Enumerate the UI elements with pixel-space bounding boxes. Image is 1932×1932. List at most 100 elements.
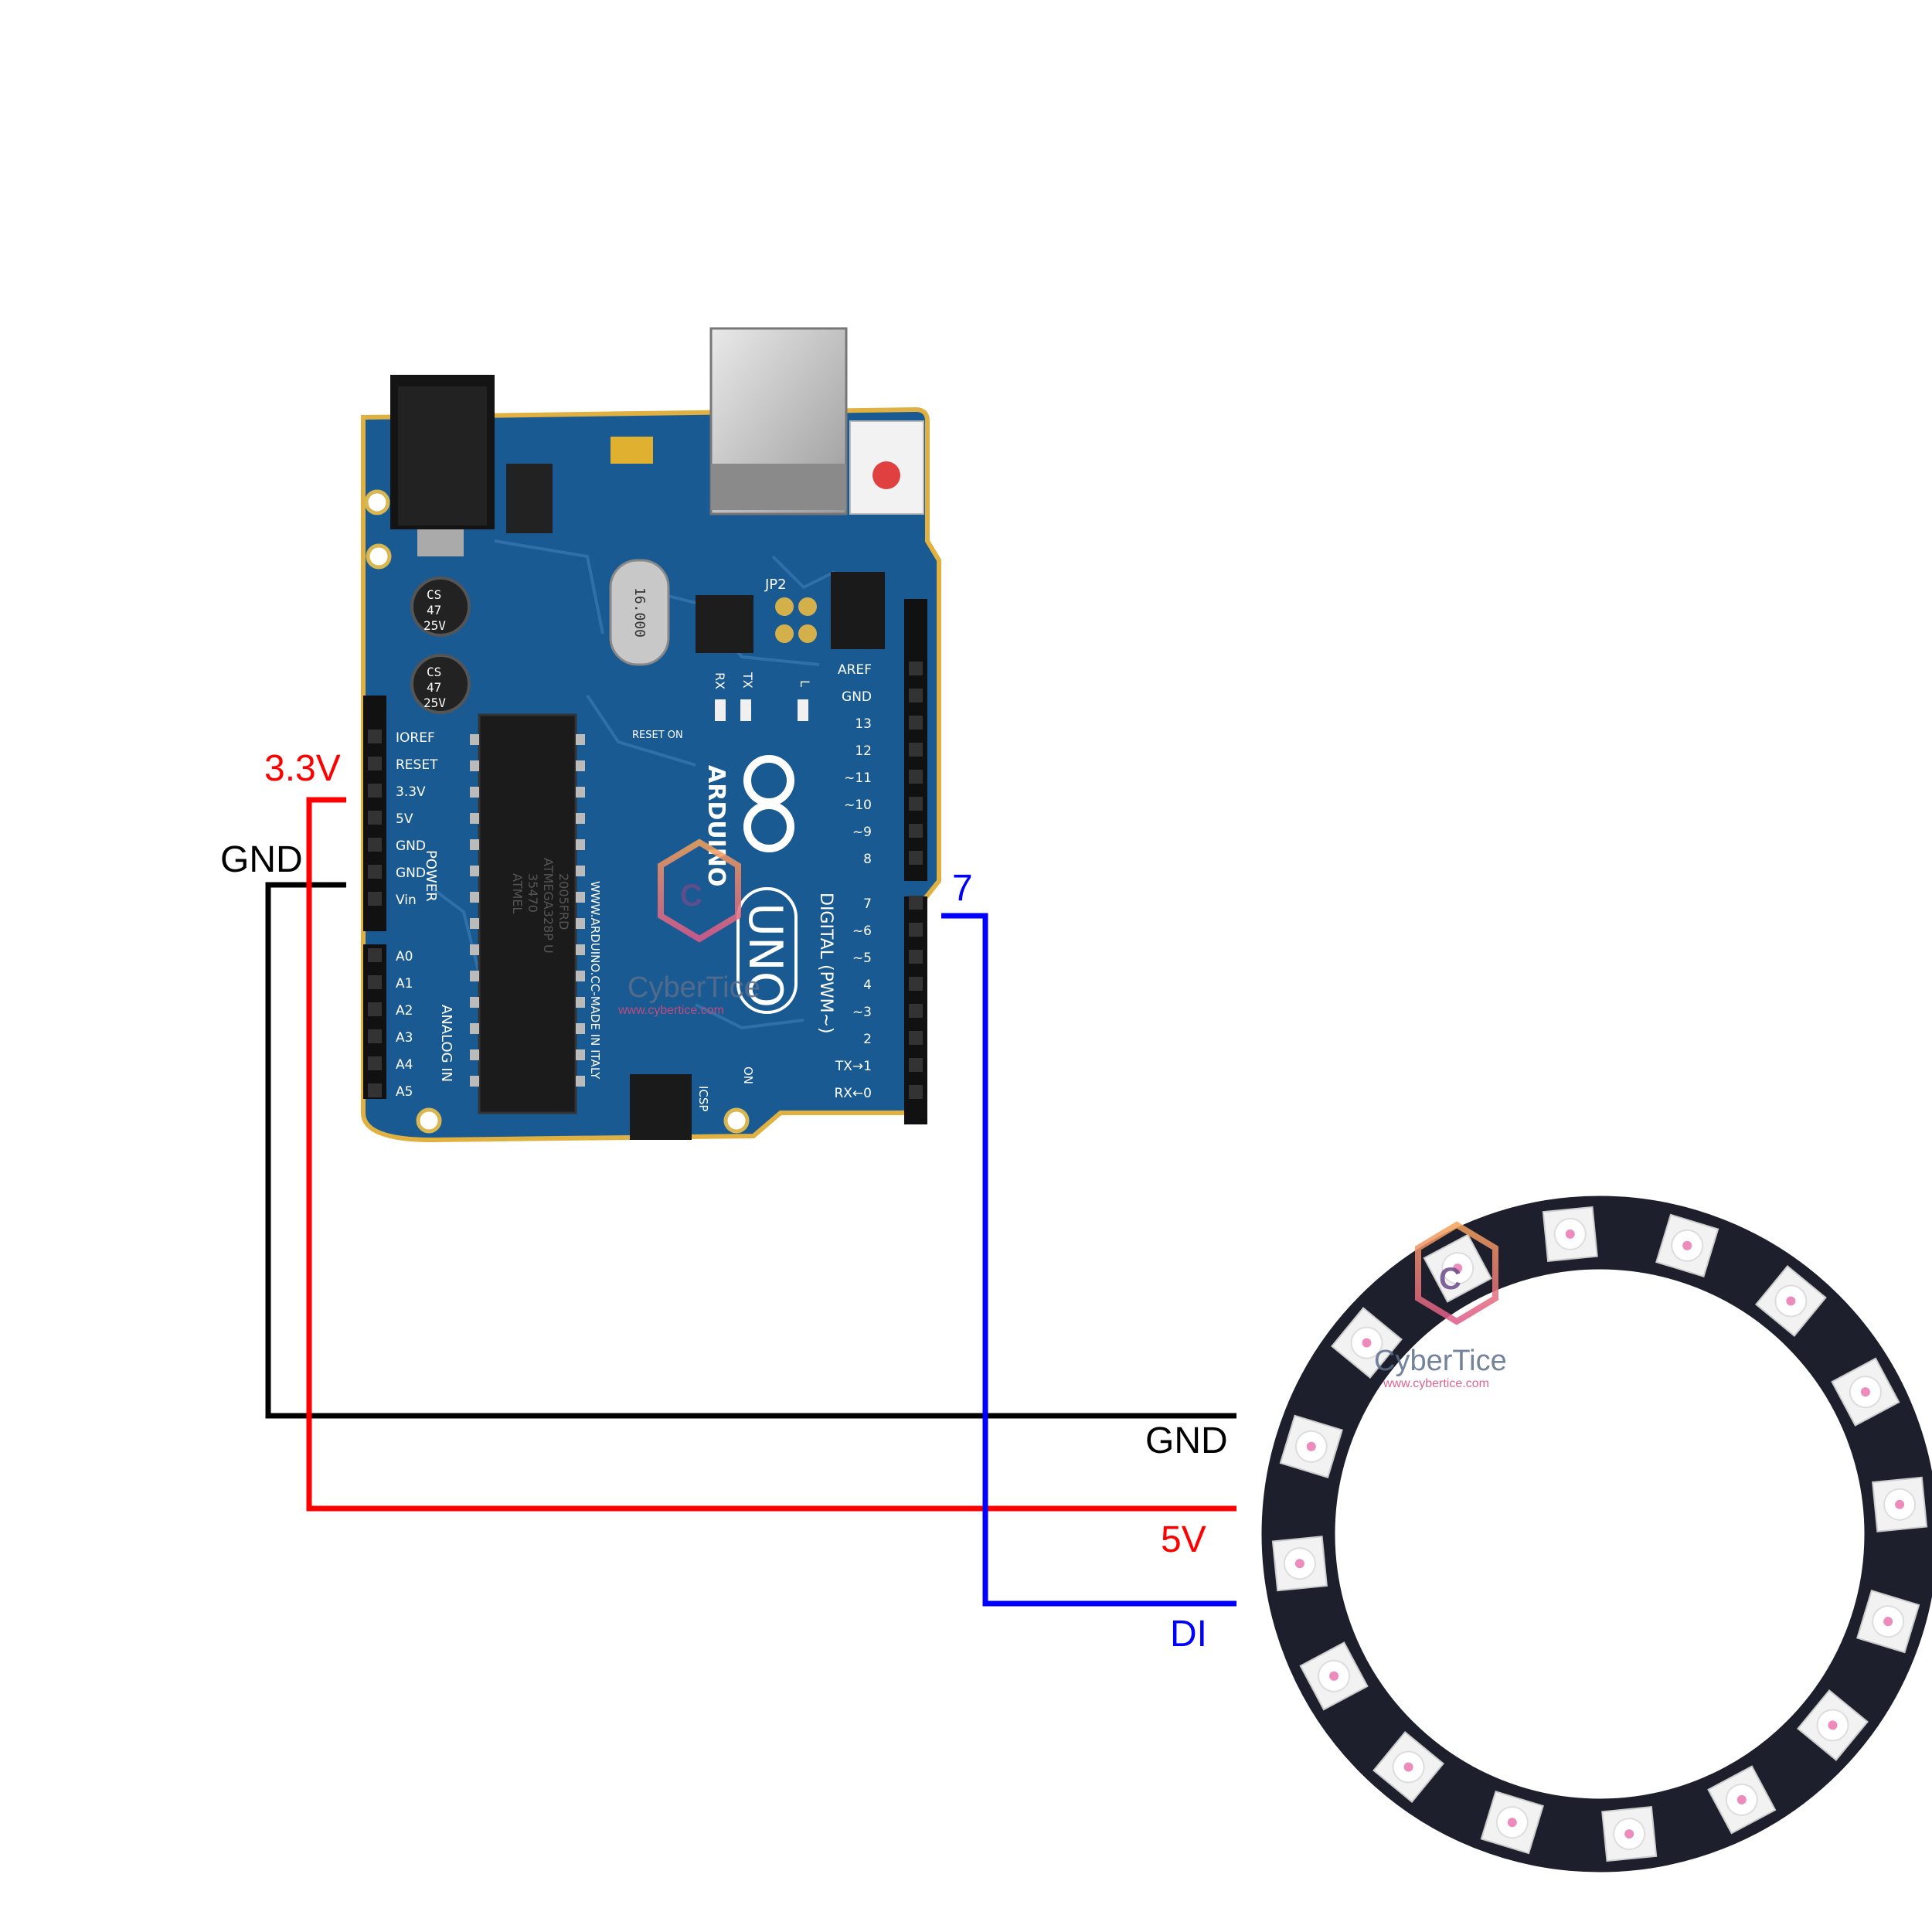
ws2812-led [1299, 1641, 1369, 1711]
pin-label: Vin [396, 893, 417, 908]
digital-header-top [904, 599, 927, 881]
header-pin-hole [368, 757, 382, 770]
chip-pin [576, 997, 585, 1008]
pin-label: ~10 [844, 798, 872, 813]
label-3v3: 3.3V [264, 748, 341, 789]
pin-label: 13 [855, 716, 872, 732]
chip-pin [470, 1023, 479, 1034]
chip-pin [576, 760, 585, 771]
cap2-text-1: CS [427, 665, 441, 679]
cap1-text-1: CS [427, 587, 441, 602]
ws2812-led [1856, 1590, 1920, 1654]
watermark-ring: C CyberTice www.cybertice.com [1374, 1221, 1507, 1390]
header-pin-hole [368, 784, 382, 798]
icsp-header-bottom: ICSP [630, 1074, 710, 1140]
capacitor-1: CS 47 25V [410, 577, 471, 637]
power-wire [306, 797, 1236, 1512]
cap2-text-2: 47 [427, 680, 441, 695]
rx-label: RX [713, 672, 727, 689]
pin-label: ~6 [852, 923, 872, 939]
chip-pin [576, 1023, 585, 1034]
pin-label: 7 [863, 896, 872, 912]
tx-label: TX [740, 672, 755, 689]
header-pin-hole [909, 1004, 923, 1018]
chip-pin [576, 734, 585, 745]
dc-barrel-jack [390, 375, 495, 556]
pin-label: A5 [396, 1084, 413, 1100]
voltage-regulator [506, 464, 553, 533]
header-pin-hole [368, 865, 382, 879]
chip-pin [576, 839, 585, 850]
label-ring-gnd: GND [1145, 1420, 1228, 1461]
chip-pin [470, 997, 479, 1008]
header-pin-hole [909, 743, 923, 757]
chip-pin [470, 1076, 479, 1087]
icsp-label: ICSP [696, 1086, 710, 1111]
chip-pin [576, 787, 585, 798]
chip-pin [470, 760, 479, 771]
pin-label: A0 [396, 949, 413, 964]
header-pin-hole [909, 662, 923, 675]
tx-led [740, 699, 751, 721]
svg-text:C: C [680, 879, 702, 913]
mounting-hole [366, 543, 392, 570]
pin-label: GND [396, 866, 426, 881]
pin-label: 4 [863, 978, 872, 993]
uno-badge [736, 887, 798, 1014]
label-arduino-gnd: GND [220, 839, 303, 880]
jp2-label: JP2 [764, 577, 787, 593]
label-pin-7: 7 [952, 868, 973, 909]
header-pin-hole [909, 1058, 923, 1072]
analog-header-title: ANALOG IN [438, 1005, 454, 1082]
cap1-text-2: 47 [427, 603, 441, 617]
pin-label: ~5 [852, 951, 872, 966]
header-pin-hole [909, 716, 923, 730]
digital-header-bottom [904, 896, 927, 1124]
cap2-text-3: 25V [423, 696, 446, 710]
ws2812-led [1423, 1233, 1492, 1303]
jp2-pads: JP2 [764, 577, 817, 643]
chip-text-1: ATMEL [510, 873, 525, 913]
pin-label: 5V [396, 811, 413, 827]
ws2812-led [1480, 1791, 1544, 1855]
atmega328p-chip: ATMEL 35470 ATMEGA328P U 2005FRD [470, 713, 585, 1114]
header-pin-hole [368, 892, 382, 906]
ws2812-led [1754, 1265, 1827, 1337]
pin-label: ~3 [852, 1005, 872, 1020]
ws2812-led [1707, 1765, 1777, 1835]
header-pin-hole [909, 977, 923, 991]
ws2812-led [1831, 1357, 1900, 1427]
header-pin-hole [909, 797, 923, 811]
header-pin-hole [368, 975, 382, 989]
mounting-hole [416, 1107, 442, 1134]
header-pin-hole [368, 1083, 382, 1097]
label-ring-5v: 5V [1161, 1519, 1206, 1560]
power-header [363, 696, 386, 931]
chip-pin [470, 866, 479, 876]
chip-text-2: 35470 [526, 873, 540, 913]
brand-text: ARDUINO [702, 765, 730, 886]
crystal-oscillator: 16.000 [609, 559, 670, 666]
watermark-brand: CyberTice [628, 971, 760, 1004]
chip-pin [470, 892, 479, 903]
pin-label: 3.3V [396, 784, 426, 800]
pin-label: RX←0 [834, 1086, 872, 1101]
on-label: ON [741, 1066, 755, 1084]
ws2812-led [1601, 1806, 1658, 1862]
pin-label: A2 [396, 1003, 413, 1019]
chip-pin [470, 734, 479, 745]
header-pin-hole [909, 1085, 923, 1099]
usb-interface-chip [696, 595, 753, 653]
crystal-text: 16.000 [631, 587, 648, 638]
icsp-header-top [831, 572, 885, 649]
pin-label: A1 [396, 976, 413, 992]
header-pin-hole [368, 838, 382, 852]
ring-leds [1271, 1206, 1928, 1862]
header-pin-hole [368, 1056, 382, 1070]
ws2812-led [1872, 1476, 1928, 1532]
pin-label: A4 [396, 1057, 413, 1073]
svg-text:C: C [1439, 1262, 1461, 1296]
